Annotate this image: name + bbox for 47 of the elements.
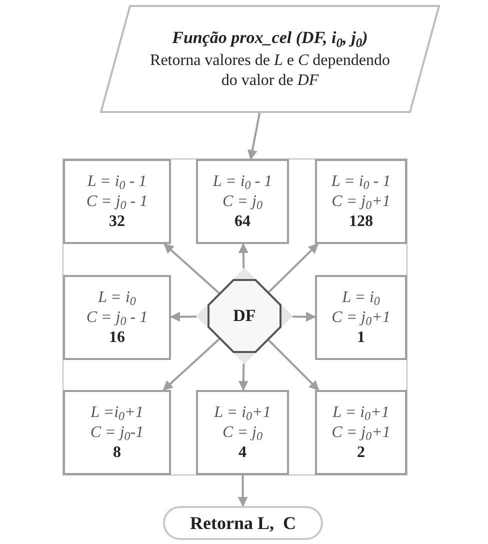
formula-text: C = j$_{0}$ <box>222 192 262 212</box>
arrow <box>170 312 197 322</box>
process-box <box>315 159 407 244</box>
formula-text: L = i$_{0}$+1 <box>332 402 390 422</box>
arrow <box>238 475 248 507</box>
process-box <box>196 159 289 244</box>
arrow <box>164 243 220 294</box>
decision-label: DF <box>233 305 256 328</box>
formula-text: L = i$_{0}$ - 1 <box>331 172 391 192</box>
code-number: 64 <box>234 212 250 232</box>
formula-text: C = j$_{0}$+1 <box>332 422 390 442</box>
formula-text: C = j$_{0}$+1 <box>332 308 390 328</box>
arrow <box>248 112 261 160</box>
formula-text: L = i$_{0}$ - 1 <box>212 172 272 192</box>
formula-text: L = i$_{0}$ - 1 <box>87 172 147 192</box>
terminal-shape <box>163 506 323 540</box>
code-number: 128 <box>349 212 373 232</box>
arrow <box>238 364 248 391</box>
code-number: 8 <box>113 442 121 462</box>
formula-text: L = i$_{0}$ <box>98 288 136 308</box>
code-number: 4 <box>238 442 246 462</box>
formula-text: C = j$_{0}$ <box>222 422 262 442</box>
formula-text: C = j$_{0}$ - 1 <box>86 192 148 212</box>
process-box <box>315 390 407 475</box>
process-box <box>63 275 171 360</box>
formula-text: L = i$_{0}$+1 <box>214 402 271 422</box>
arrow <box>238 243 248 268</box>
arrow <box>268 243 318 293</box>
formula-text: C = j$_{0}$-1 <box>90 422 144 442</box>
terminal-label: Retorna L, C <box>190 512 296 534</box>
arrow <box>162 338 220 391</box>
code-number: 2 <box>357 442 365 462</box>
formula-text: C = j$_{0}$+1 <box>332 192 390 212</box>
process-box <box>63 159 171 244</box>
code-number: 16 <box>109 328 125 348</box>
code-number: 1 <box>357 328 365 348</box>
process-box <box>63 390 171 475</box>
formula-text: C = j$_{0}$ - 1 <box>86 308 148 328</box>
formula-text: L = i$_{0}$ <box>342 288 380 308</box>
process-box <box>196 390 289 475</box>
arrow <box>268 340 320 391</box>
arrow <box>292 312 316 322</box>
formula-text: L =i$_{0}$+1 <box>90 402 144 422</box>
process-box <box>315 275 407 360</box>
function-title: Função prox_cel (DF, i$_{0}$, j$_{0}$) <box>172 27 368 49</box>
description-text: Retorna valores de L e C dependendo do valor de DF <box>149 50 391 91</box>
code-number: 32 <box>109 212 125 232</box>
